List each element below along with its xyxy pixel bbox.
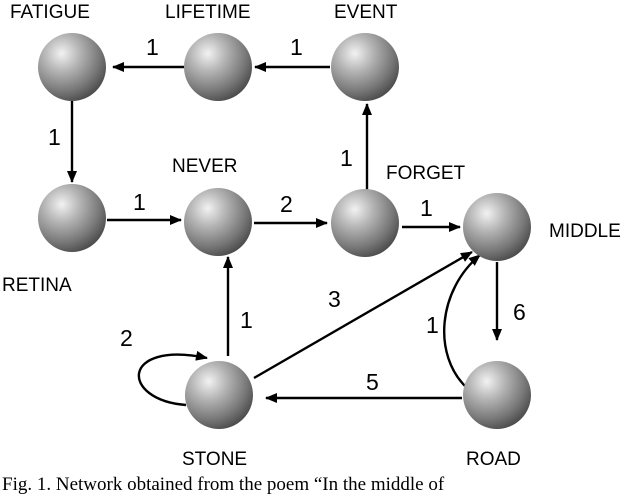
node-stone (185, 361, 253, 429)
node-label-never: NEVER (172, 156, 237, 177)
edge-weight-lifetime-fatigue: 1 (146, 34, 159, 60)
edge-weight-never-forget: 2 (280, 191, 293, 217)
node-lifetime (184, 33, 252, 101)
edge-weight-event-lifetime: 1 (290, 34, 303, 60)
edge-weight-forget-event: 1 (340, 145, 353, 171)
node-never (184, 188, 252, 256)
edge-weight-stone-never: 1 (240, 307, 253, 333)
edge-weight-stone-loop: 2 (120, 325, 133, 351)
node-label-lifetime: LIFETIME (165, 2, 251, 23)
edge-weight-stone-middle: 3 (328, 286, 341, 312)
node-forget (331, 189, 399, 257)
edge-road-middle (443, 254, 481, 389)
node-label-road: ROAD (466, 449, 521, 470)
edge-stone-stone-loop (137, 350, 208, 407)
word-network-diagram: 1 1 1 1 2 1 1 1 3 1 6 5 2 FATIGUE LIFETI… (2, 2, 621, 470)
node-label-retina: RETINA (2, 275, 72, 296)
node-label-stone: STONE (182, 449, 247, 470)
edge-weight-fatigue-retina: 1 (48, 124, 61, 150)
node-label-fatigue: FATIGUE (10, 2, 90, 23)
edge-weight-forget-middle: 1 (420, 195, 433, 221)
edge-stone-middle (253, 250, 473, 380)
node-event (331, 33, 399, 101)
node-label-middle: MIDDLE (549, 221, 621, 242)
node-label-forget: FORGET (386, 163, 466, 184)
figure-caption: Fig. 1. Network obtained from the poem “… (2, 474, 445, 495)
edge-weight-middle-road: 6 (513, 299, 526, 325)
edge-weight-road-middle: 1 (426, 312, 439, 338)
node-road (463, 361, 531, 429)
edge-weight-road-stone: 5 (366, 369, 379, 395)
edge-weight-retina-never: 1 (133, 189, 146, 215)
node-middle (463, 193, 531, 261)
node-label-event: EVENT (334, 2, 398, 23)
node-fatigue (38, 33, 106, 101)
node-retina (38, 184, 106, 252)
